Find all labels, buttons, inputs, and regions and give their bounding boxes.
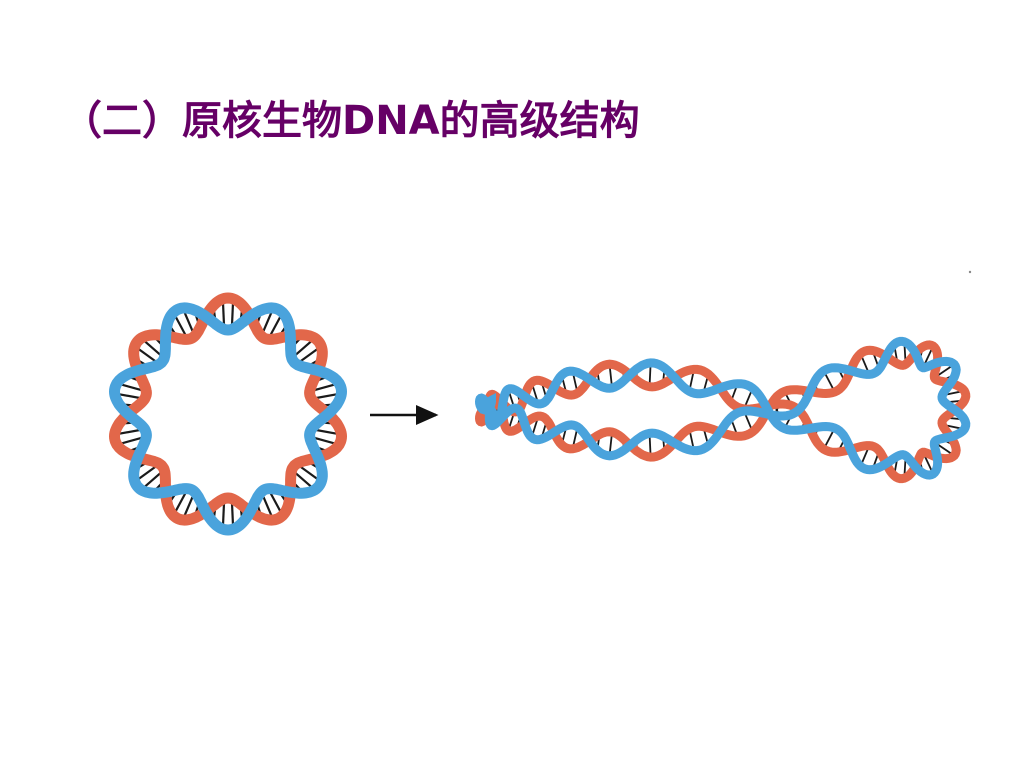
- supercoiled-dna: [474, 336, 971, 484]
- relaxed-circular-dna: [108, 292, 348, 536]
- page-title: （二）原核生物DNA的高级结构: [62, 98, 640, 144]
- supercoiled-strand-blue: [474, 336, 971, 480]
- circular-strand-blue: [108, 302, 348, 536]
- speck: [968, 270, 972, 274]
